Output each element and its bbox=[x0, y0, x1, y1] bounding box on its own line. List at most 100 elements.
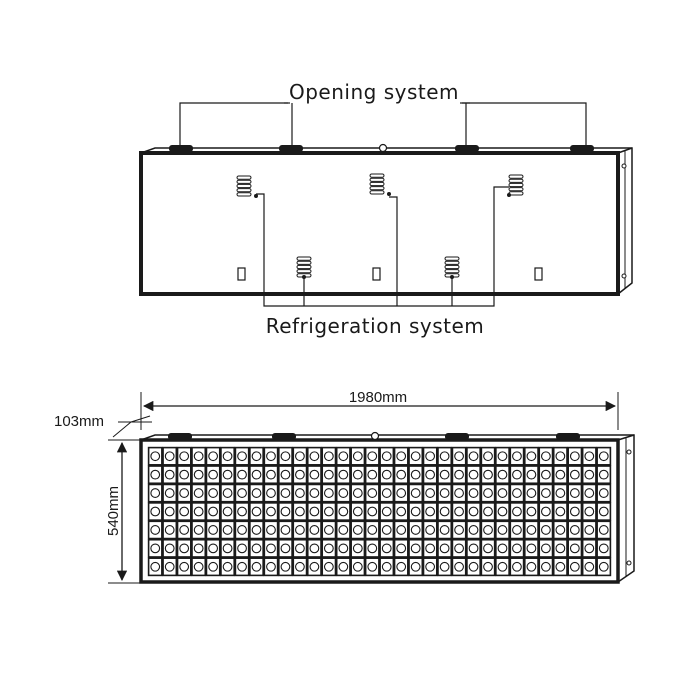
led-cell bbox=[393, 520, 409, 540]
led-cell bbox=[191, 483, 207, 503]
led-cell bbox=[205, 446, 221, 466]
led-cell bbox=[263, 520, 279, 540]
led-cell bbox=[451, 465, 467, 485]
led-cell bbox=[567, 446, 583, 466]
led-cell bbox=[176, 483, 192, 503]
led-cell bbox=[350, 446, 366, 466]
led-cell bbox=[162, 520, 178, 540]
led-cell bbox=[509, 557, 525, 577]
led-cell bbox=[596, 538, 612, 558]
led-cell bbox=[393, 557, 409, 577]
led-cell bbox=[191, 446, 207, 466]
led-cell bbox=[523, 446, 539, 466]
led-cell bbox=[205, 502, 221, 521]
led-cell bbox=[408, 557, 424, 577]
led-cell bbox=[147, 502, 163, 521]
led-cell bbox=[408, 520, 424, 540]
led-cell bbox=[249, 538, 264, 558]
led-cell bbox=[437, 446, 453, 466]
led-cell bbox=[408, 465, 424, 485]
led-cell bbox=[205, 557, 221, 577]
coil-icon bbox=[369, 173, 391, 196]
led-cell bbox=[176, 557, 192, 577]
led-cell bbox=[364, 502, 380, 521]
led-cell bbox=[263, 465, 279, 485]
led-cell bbox=[422, 538, 438, 558]
height-label: 540mm bbox=[105, 486, 122, 536]
led-cell bbox=[234, 483, 250, 503]
led-cell bbox=[234, 446, 250, 466]
led-cell bbox=[191, 520, 207, 540]
led-cell bbox=[379, 465, 395, 485]
led-cell bbox=[176, 520, 192, 540]
led-cell bbox=[393, 446, 409, 466]
led-cell bbox=[567, 483, 583, 503]
led-cell bbox=[147, 465, 163, 485]
led-cell bbox=[437, 557, 453, 577]
led-cell bbox=[306, 502, 322, 521]
led-cell bbox=[176, 538, 192, 558]
led-cell bbox=[552, 483, 568, 503]
led-cell bbox=[466, 520, 481, 540]
led-cell bbox=[538, 465, 554, 485]
led-cell bbox=[147, 520, 163, 540]
led-cell bbox=[466, 502, 481, 521]
opening-system-label: Opening system bbox=[289, 80, 459, 104]
led-cell bbox=[581, 483, 597, 503]
led-cell bbox=[422, 465, 438, 485]
height-dimension: 540mm bbox=[105, 439, 141, 584]
led-cell bbox=[147, 557, 163, 577]
refrigeration-system-label: Refrigeration system bbox=[266, 314, 485, 338]
led-cell bbox=[480, 502, 496, 521]
led-cell bbox=[162, 502, 178, 521]
led-cell bbox=[538, 502, 554, 521]
coil-icon bbox=[296, 256, 312, 279]
led-cell bbox=[263, 483, 279, 503]
led-cell bbox=[495, 502, 510, 521]
led-cell bbox=[220, 557, 236, 577]
side-fastener bbox=[626, 449, 632, 455]
led-cell bbox=[292, 446, 308, 466]
led-cell bbox=[552, 465, 568, 485]
led-cell bbox=[249, 520, 264, 540]
led-cell bbox=[523, 557, 539, 577]
led-cell bbox=[495, 520, 510, 540]
led-cell bbox=[393, 465, 409, 485]
led-cell bbox=[581, 465, 597, 485]
led-cell bbox=[220, 446, 236, 466]
top-center-knob bbox=[378, 143, 388, 153]
led-cell bbox=[552, 520, 568, 540]
led-cell bbox=[596, 446, 612, 466]
led-cell bbox=[509, 446, 525, 466]
led-cell bbox=[162, 483, 178, 503]
led-cell bbox=[437, 538, 453, 558]
led-cell bbox=[538, 538, 554, 558]
led-cell bbox=[249, 465, 264, 485]
led-cell bbox=[437, 483, 453, 503]
led-cell bbox=[249, 557, 264, 577]
led-cell bbox=[480, 465, 496, 485]
led-cell bbox=[350, 483, 366, 503]
led-cell bbox=[278, 446, 293, 466]
led-cell bbox=[234, 465, 250, 485]
led-cell bbox=[581, 538, 597, 558]
led-cell bbox=[495, 538, 510, 558]
led-cell bbox=[335, 483, 351, 503]
led-cell bbox=[523, 502, 539, 521]
led-cell bbox=[321, 557, 337, 577]
led-cell bbox=[480, 446, 496, 466]
side-fastener bbox=[621, 273, 627, 279]
led-cell bbox=[335, 538, 351, 558]
led-cell bbox=[581, 557, 597, 577]
led-cell bbox=[480, 483, 496, 503]
led-cell bbox=[523, 538, 539, 558]
led-cell bbox=[278, 520, 293, 540]
led-cell bbox=[538, 446, 554, 466]
led-cell bbox=[552, 446, 568, 466]
led-cell bbox=[437, 465, 453, 485]
led-cell bbox=[263, 557, 279, 577]
led-cell bbox=[205, 520, 221, 540]
switch bbox=[534, 267, 543, 281]
led-cell bbox=[567, 465, 583, 485]
led-cell bbox=[220, 520, 236, 540]
